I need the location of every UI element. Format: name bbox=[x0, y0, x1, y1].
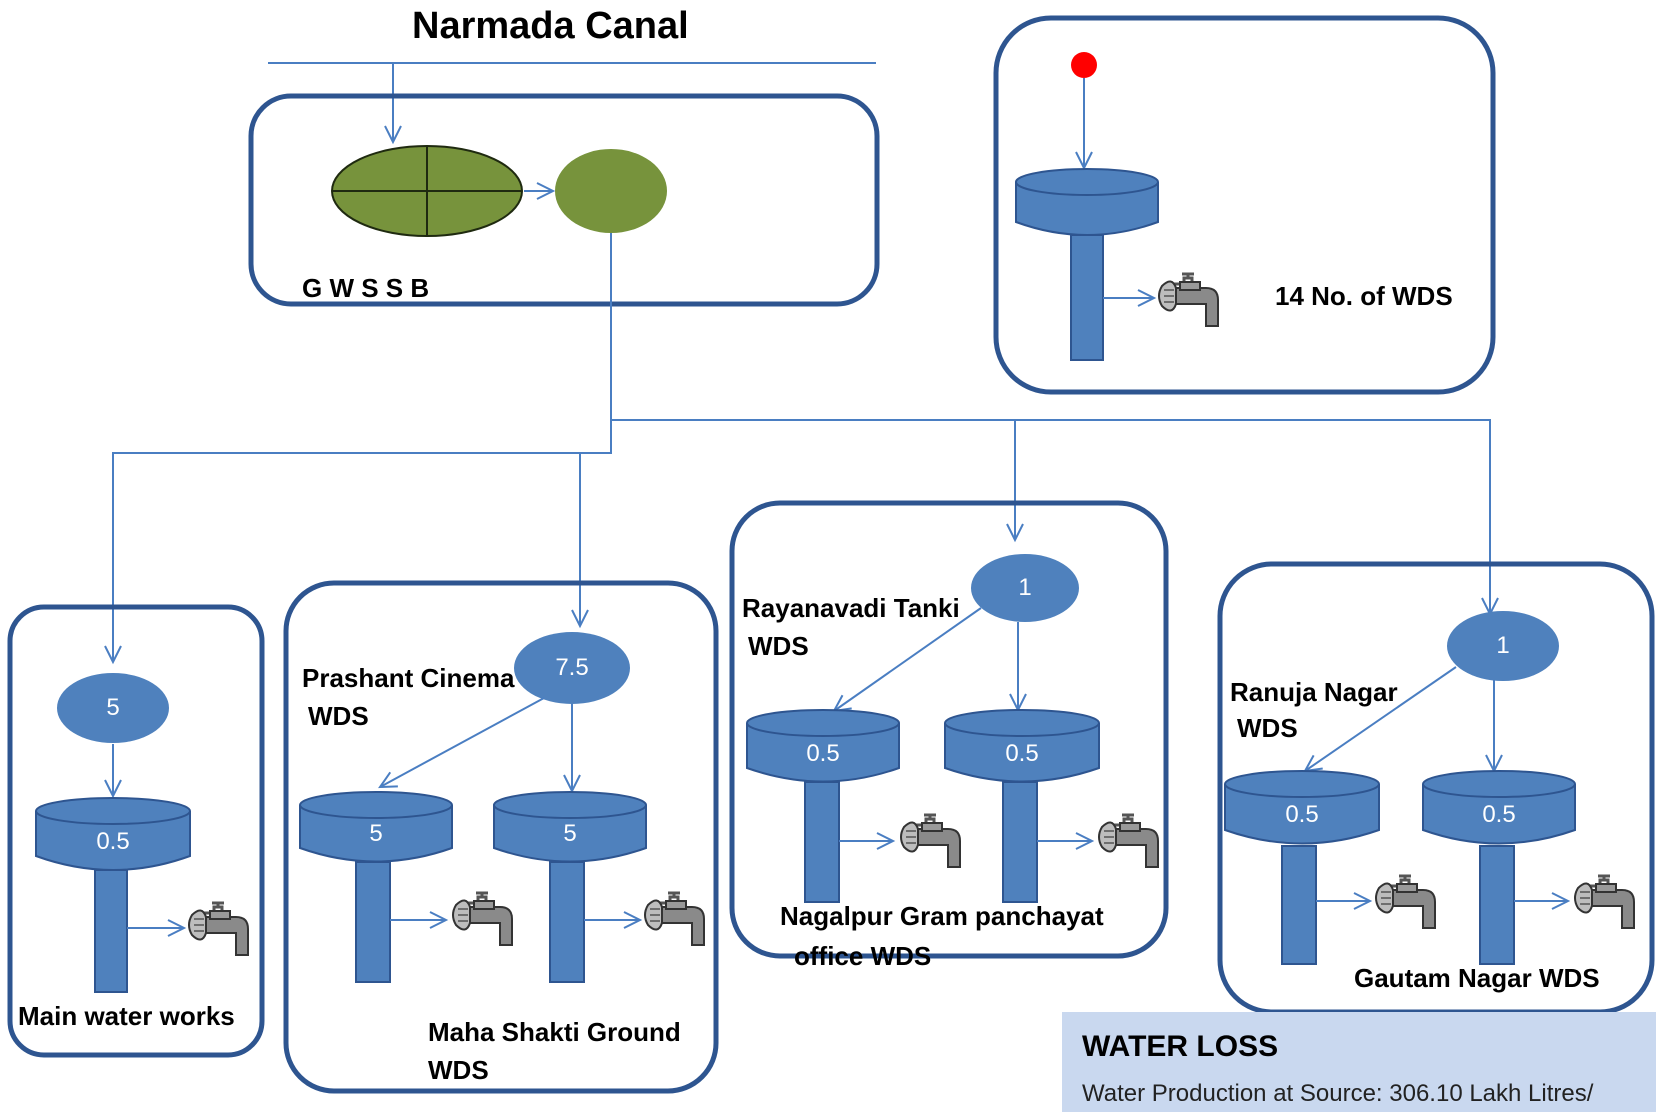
ranuja-tank-1-top bbox=[1224, 770, 1380, 798]
ranuja-tank-2-body bbox=[1422, 784, 1576, 845]
ranuja-tank-2-column bbox=[1479, 845, 1515, 965]
main-tank-top bbox=[35, 797, 191, 825]
rayanavadi-tank-1-column bbox=[804, 781, 840, 903]
rayanavadi-sump-capacity: 1 bbox=[1018, 574, 1032, 601]
main-water-works-box bbox=[7, 604, 265, 1058]
rayanavadi-tank-1-body bbox=[746, 723, 900, 783]
wds-summary-tank-body bbox=[1015, 182, 1159, 236]
wds-summary-tank-top bbox=[1015, 168, 1159, 196]
water-loss-panel: WATER LOSS Water Production at Source: 3… bbox=[1062, 1012, 1656, 1112]
tap-icon bbox=[899, 813, 962, 869]
wds-count-label: 14 No. of WDS bbox=[1275, 281, 1453, 311]
nagalpur-label-line2: office WDS bbox=[794, 941, 932, 971]
main-tank-capacity: 0.5 bbox=[96, 828, 130, 855]
maha-shakti-label-line1: Maha Shakti Ground bbox=[428, 1017, 681, 1047]
water-loss-heading: WATER LOSS bbox=[1082, 1030, 1279, 1063]
tap-icon bbox=[643, 891, 706, 947]
rayanavadi-to-tank-1-arrow bbox=[832, 607, 982, 713]
prashant-cinema-label-line2: WDS bbox=[308, 701, 369, 731]
prashant-cinema-sump bbox=[514, 632, 630, 704]
tap-icon bbox=[1157, 272, 1220, 328]
rayanavadi-tank-1-capacity: 0.5 bbox=[806, 740, 840, 767]
tap-icon bbox=[451, 891, 514, 947]
ranuja-tank-1-capacity: 0.5 bbox=[1285, 801, 1319, 828]
prashant-to-tank-1-arrow bbox=[378, 697, 545, 789]
rayanavadi-box bbox=[729, 500, 1169, 959]
main-tank-column bbox=[94, 869, 128, 993]
prashant-cinema-label-line1: Prashant Cinema bbox=[302, 663, 515, 693]
ranuja-tank-2-top bbox=[1422, 770, 1576, 798]
clear-water-sump bbox=[555, 149, 667, 233]
prashant-tank-1-body bbox=[299, 805, 453, 863]
prashant-tank-1-column bbox=[355, 861, 391, 983]
rayanavadi-label-line1: Rayanavadi Tanki bbox=[742, 593, 960, 623]
wds-summary-tank-column bbox=[1070, 234, 1104, 361]
water-loss-text: Water Production at Source: 306.10 Lakh … bbox=[1082, 1080, 1594, 1107]
wds-summary-box bbox=[993, 15, 1496, 395]
prashant-tank-2-body bbox=[493, 805, 647, 863]
rayanavadi-tank-1-top bbox=[746, 709, 900, 737]
tap-icon bbox=[1573, 874, 1636, 930]
ranuja-nagar-sump bbox=[1447, 611, 1559, 681]
gautam-nagar-label: Gautam Nagar WDS bbox=[1354, 963, 1600, 993]
prashant-sump-capacity: 7.5 bbox=[555, 654, 589, 681]
prashant-cinema-box bbox=[283, 580, 719, 1094]
ranuja-sump-capacity: 1 bbox=[1496, 632, 1510, 659]
treatment-plant-label: G W S S B bbox=[302, 273, 430, 303]
ranuja-tank-1-column bbox=[1281, 845, 1317, 965]
prashant-tank-2-capacity: 5 bbox=[563, 820, 577, 847]
maha-shakti-label-line2: WDS bbox=[428, 1055, 489, 1085]
pipe-to-main-water-works bbox=[104, 233, 612, 665]
ranuja-tank-2-capacity: 0.5 bbox=[1482, 801, 1516, 828]
tap-icon bbox=[187, 901, 250, 957]
rayanavadi-tank-2-capacity: 0.5 bbox=[1005, 740, 1039, 767]
ranuja-nagar-label-line2: WDS bbox=[1237, 713, 1298, 743]
ranuja-tank-1-body bbox=[1224, 784, 1380, 845]
main-water-works-sump bbox=[57, 673, 169, 743]
tap-icon bbox=[1097, 813, 1160, 869]
prashant-tank-1-capacity: 5 bbox=[369, 820, 383, 847]
main-sump-capacity: 5 bbox=[106, 694, 120, 721]
prashant-tank-2-column bbox=[549, 861, 585, 983]
nagalpur-label-line1: Nagalpur Gram panchayat bbox=[780, 901, 1104, 931]
main-tank-body bbox=[35, 811, 191, 871]
rayanavadi-tank-2-top bbox=[944, 709, 1100, 737]
pipe-to-ranuja-nagar bbox=[611, 419, 1499, 617]
ranuja-to-tank-1-arrow bbox=[1303, 666, 1457, 773]
borewell-source-dot bbox=[1071, 52, 1097, 78]
prashant-tank-1-top bbox=[299, 791, 453, 819]
main-water-works-label: Main water works bbox=[18, 1001, 235, 1031]
rayanavadi-tank-2-column bbox=[1002, 781, 1038, 903]
rayanavadi-sump bbox=[971, 554, 1079, 622]
diagram-title: Narmada Canal bbox=[412, 5, 689, 47]
ranuja-nagar-label-line1: Ranuja Nagar bbox=[1230, 677, 1398, 707]
tap-icon bbox=[1374, 874, 1437, 930]
rayanavadi-tank-2-body bbox=[944, 723, 1100, 783]
plant-box bbox=[248, 93, 880, 307]
prashant-tank-2-top bbox=[493, 791, 647, 819]
rayanavadi-label-line2: WDS bbox=[748, 631, 809, 661]
